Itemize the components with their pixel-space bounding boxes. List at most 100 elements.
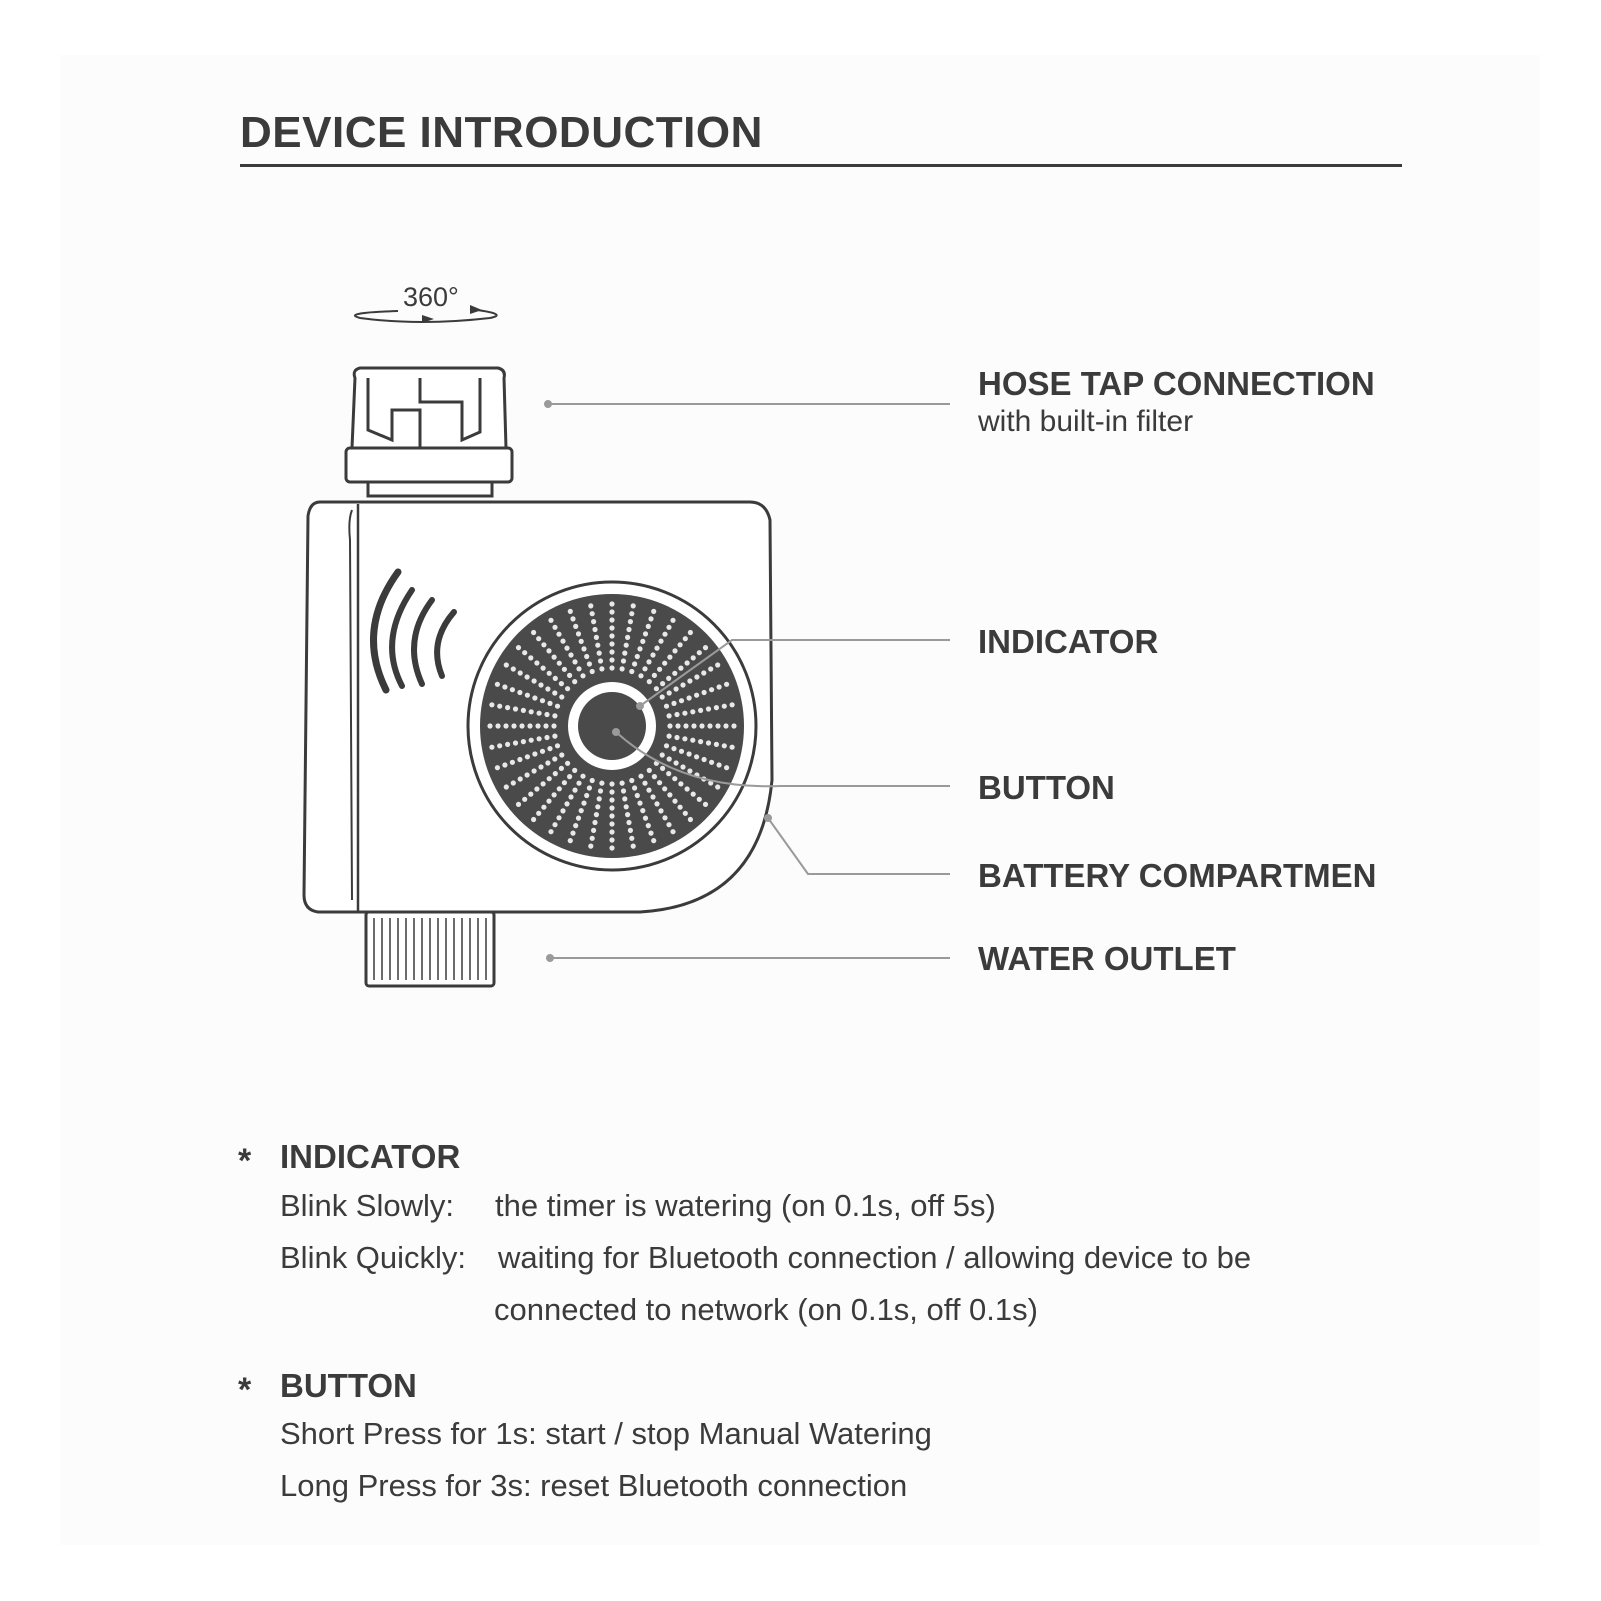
dial-dot [517, 689, 523, 696]
dial-dot [657, 666, 663, 672]
dial-dot [646, 679, 652, 685]
dial-dot [673, 686, 679, 692]
dial-dot [682, 736, 688, 742]
dial-dot [551, 654, 557, 660]
dial-dot [645, 623, 651, 630]
dial-dot [531, 678, 537, 684]
dial-dot [723, 723, 729, 729]
dial-dot [589, 668, 595, 675]
dial-dot [701, 689, 707, 696]
callout-button: BUTTON [978, 769, 1115, 806]
dial-dot [503, 723, 509, 729]
dial-dot [667, 723, 673, 729]
dial-dot [651, 838, 657, 844]
dial-dot [666, 675, 672, 682]
dial-dot [531, 768, 537, 774]
dial-dot [541, 642, 547, 648]
dial-dot [666, 822, 672, 828]
dial-dot [687, 768, 693, 774]
dial-dot [552, 822, 558, 828]
dial-dot [658, 638, 664, 644]
dial-dot [595, 642, 601, 648]
indicator-term: Blink Quickly: [280, 1240, 467, 1275]
dial-dot [527, 723, 533, 729]
dial-dot [642, 631, 649, 637]
dial-dot [662, 786, 668, 792]
dial-dot [627, 619, 634, 625]
dial-dot [520, 707, 527, 714]
dial-dot [552, 690, 558, 696]
dial-dot [642, 815, 649, 821]
dial-dot [646, 767, 652, 774]
dial-dot [572, 767, 578, 774]
dial-dot [651, 608, 657, 615]
dial-dot [662, 631, 668, 637]
dial-dot [584, 792, 590, 799]
indicator-dial [466, 580, 758, 872]
dial-dot [690, 737, 696, 743]
dial-dot [677, 642, 683, 648]
dial-dot [630, 843, 636, 849]
dial-dot [629, 668, 635, 675]
dial-dot [546, 670, 552, 676]
dial-dot [575, 631, 582, 637]
dial-dot [609, 601, 615, 607]
dial-dot [552, 733, 558, 739]
dial-dot [567, 774, 573, 780]
indicator-bullet: * [238, 1142, 252, 1180]
dial-dot [561, 780, 568, 786]
dial-dot [551, 792, 557, 798]
dial-dot [568, 652, 574, 658]
dial-dot [517, 756, 523, 763]
dial-dot [589, 611, 595, 617]
indicator-heading: INDICATOR [280, 1138, 461, 1175]
rotation-arrow-icon [353, 305, 498, 323]
dial-dot [699, 723, 705, 729]
dial-dot [536, 736, 542, 742]
dial-dot [670, 829, 676, 835]
dial-dot [576, 666, 582, 672]
dial-dot [524, 674, 530, 680]
dial-dot [519, 723, 525, 729]
dial-dot [662, 815, 668, 821]
dial-dot [591, 619, 597, 625]
dial-dot [596, 796, 602, 802]
dial-dot [650, 652, 656, 658]
indicator-line: Blink Slowly:the timer is watering (on 0… [280, 1188, 996, 1224]
dial-dot [609, 617, 615, 623]
dial-dot [548, 829, 554, 835]
dial-dot [552, 771, 558, 777]
leader-lines [544, 400, 950, 962]
button-line: Short Press for 1s: start / stop Manual … [280, 1416, 932, 1451]
dial-dot [489, 702, 495, 708]
dial-dot [599, 780, 605, 786]
dial-dot [670, 617, 676, 623]
dial-dot [716, 762, 722, 768]
dial-dot [702, 645, 709, 651]
dial-dot [705, 706, 712, 712]
dial-dot [625, 634, 631, 641]
dial-dot [642, 780, 648, 786]
dial-dot [580, 673, 586, 679]
dial-dot [586, 661, 593, 667]
dial-dot [686, 751, 692, 757]
dial-dot [505, 705, 511, 711]
dial-dot [674, 734, 680, 741]
dial-dot [572, 679, 578, 685]
dial-dot [678, 665, 684, 671]
dial-dot [581, 646, 587, 652]
dial-dot [713, 741, 720, 748]
dial-dot [619, 666, 625, 672]
signal-icon [370, 568, 457, 694]
button-heading: BUTTON [280, 1367, 417, 1404]
dial-dot [653, 686, 660, 692]
dial-dot [627, 827, 634, 834]
dial-dot [576, 780, 582, 786]
dial-dot [667, 792, 673, 798]
dial-dot [698, 707, 704, 714]
dial-dot [524, 772, 530, 778]
dial-dot [528, 791, 534, 797]
dial-dot [609, 805, 615, 811]
dial-dot [545, 760, 551, 766]
dial-dot [702, 801, 709, 808]
